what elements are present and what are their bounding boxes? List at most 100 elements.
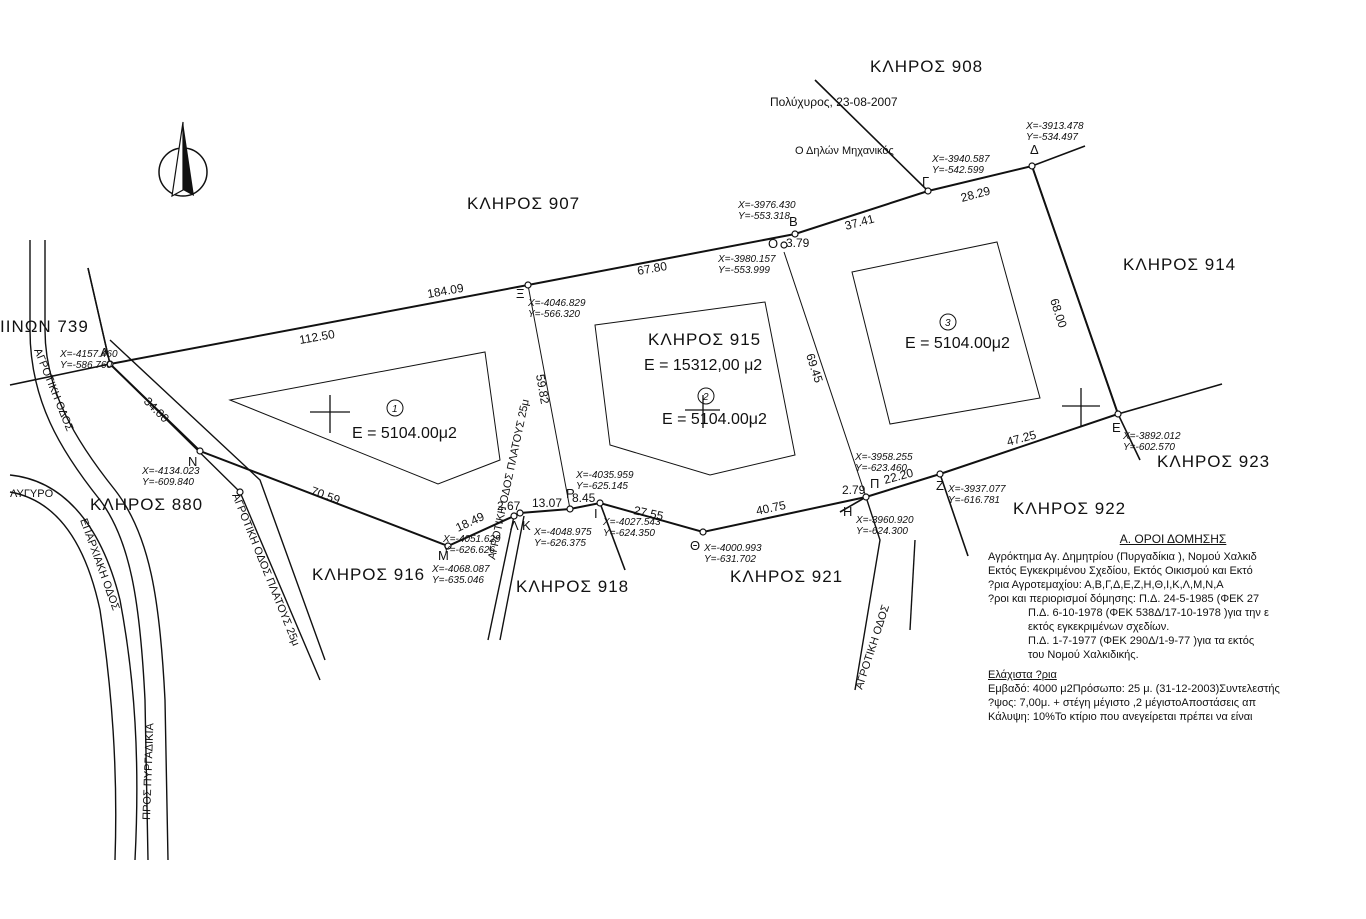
svg-text:37.41: 37.41 (843, 212, 876, 233)
svg-text:Y=-534.497: Y=-534.497 (1026, 132, 1078, 143)
svg-text:Δ: Δ (1030, 142, 1039, 157)
svg-text:13.07: 13.07 (532, 496, 562, 510)
svg-text:2.79: 2.79 (842, 483, 866, 497)
svg-text:X=-3958.255: X=-3958.255 (854, 452, 913, 463)
engineer-signature: Ο Δηλών Μηχανικός (795, 145, 894, 157)
parcel-921: ΚΛΗΡΟΣ 921 (730, 567, 843, 586)
svg-text:A: A (100, 345, 109, 360)
parcel-boundary (107, 164, 1120, 548)
svg-text:Y=-553.999: Y=-553.999 (718, 265, 770, 276)
svg-text:1: 1 (392, 404, 398, 415)
svg-text:X=-4035.959: X=-4035.959 (575, 470, 634, 481)
parcel-908: ΚΛΗΡΟΣ 908 (870, 57, 983, 76)
svg-text:Y=-623.460: Y=-623.460 (855, 463, 907, 474)
svg-text:Y=-602.570: Y=-602.570 (1123, 442, 1175, 453)
svg-text:112.50: 112.50 (298, 327, 336, 347)
notes-line: Κάλυψη: 10%Το κτίριο που ανεγείρεται πρέ… (988, 711, 1253, 723)
parcel-918: ΚΛΗΡΟΣ 918 (516, 577, 629, 596)
svg-text:2: 2 (702, 392, 709, 403)
notes-line: Αγρόκτημα Αγ. Δημητρίου (Πυργαδίκια ), Ν… (988, 551, 1257, 563)
parcel-914: ΚΛΗΡΟΣ 914 (1123, 255, 1236, 274)
roads (9, 240, 916, 861)
building-1-label: 1 Ε = 5104.00μ2 (352, 399, 457, 442)
svg-text:3: 3 (945, 318, 951, 329)
svg-text:X=-3940.587: X=-3940.587 (931, 154, 990, 165)
parcel-922: ΚΛΗΡΟΣ 922 (1013, 499, 1126, 518)
svg-text:Ζ: Ζ (936, 478, 944, 493)
notes-line: Π.Δ. 6-10-1978 (ΦΕΚ 538Δ/17-10-1978 )για… (1028, 607, 1269, 619)
svg-text:68.00: 68.00 (1047, 297, 1070, 330)
parcel-915-area: Ε = 15312,00 μ2 (644, 357, 762, 374)
svg-text:Y=-566.320: Y=-566.320 (528, 309, 580, 320)
svg-text:Ε = 5104.00μ2: Ε = 5104.00μ2 (662, 411, 767, 428)
svg-text:Ε = 5104.00μ2: Ε = 5104.00μ2 (352, 425, 457, 442)
svg-text:Ν: Ν (188, 454, 197, 469)
svg-text:Ε = 5104.00μ2: Ε = 5104.00μ2 (905, 335, 1010, 352)
svg-text:184.09: 184.09 (426, 281, 465, 301)
svg-text:X=-3937.077: X=-3937.077 (947, 484, 1006, 495)
svg-text:3.79: 3.79 (786, 236, 810, 250)
svg-text:Ι: Ι (594, 506, 598, 521)
svg-text:40.75: 40.75 (755, 498, 788, 518)
parcel-739: ΙΙΝΩΝ 739 (0, 317, 89, 336)
parcel-915: ΚΛΗΡΟΣ 915 (648, 330, 761, 349)
svg-text:69.45: 69.45 (803, 352, 826, 385)
svg-text:Θ: Θ (690, 538, 700, 553)
svg-text:Ξ: Ξ (516, 286, 524, 301)
svg-text:2.67: 2.67 (497, 499, 521, 513)
svg-text:X=-4068.087: X=-4068.087 (431, 564, 490, 575)
svg-text:X=-4051.629: X=-4051.629 (442, 534, 501, 545)
point-letters: A Β Γ Δ Ε Ζ Η Θ Ι Κ Λ Μ Ν Ξ Ο Π Ρ (100, 142, 1121, 563)
svg-text:27.55: 27.55 (632, 503, 665, 523)
svg-text:ΕΠΑΡΧΙΑΚΗ ΟΔΟΣ: ΕΠΑΡΧΙΑΚΗ ΟΔΟΣ (77, 517, 121, 612)
building-footprint-2 (594, 301, 796, 476)
svg-text:X=-3960.920: X=-3960.920 (855, 515, 914, 526)
coordinate-labels: X=-3913.478 Y=-534.497 X=-3940.587 Y=-54… (59, 121, 1181, 586)
svg-text:Y=-616.781: Y=-616.781 (948, 495, 1000, 506)
building-terms-notes: Α. ΟΡΟΙ ΔΟΜΗΣΗΣ Αγρόκτημα Αγ. Δημητρίου … (988, 532, 1358, 742)
svg-text:70.59: 70.59 (309, 484, 342, 508)
vertex-markers (106, 162, 1122, 550)
svg-text:Y=-624.350: Y=-624.350 (603, 528, 655, 539)
svg-text:Y=-625.145: Y=-625.145 (576, 481, 628, 492)
notes-line: Εμβαδό: 4000 μ2Πρόσωπο: 25 μ. (31-12-200… (988, 683, 1280, 695)
svg-text:67.80: 67.80 (636, 259, 668, 278)
svg-text:Y=-586.760: Y=-586.760 (60, 360, 112, 371)
svg-text:X=-4046.829: X=-4046.829 (527, 298, 586, 309)
svg-text:Y=-542.599: Y=-542.599 (932, 165, 984, 176)
svg-text:Ε: Ε (1112, 420, 1121, 435)
svg-text:X=-4157.460: X=-4157.460 (59, 349, 118, 360)
svg-text:Y=-631.702: Y=-631.702 (704, 554, 756, 565)
svg-text:X=-4000.993: X=-4000.993 (703, 543, 762, 554)
svg-text:ΠΡΟΣ ΠΥΡΓΑΔΙΚΙΑ: ΠΡΟΣ ΠΥΡΓΑΔΙΚΙΑ (141, 722, 156, 820)
parcel-880: ΚΛΗΡΟΣ 880 (90, 495, 203, 514)
svg-text:Y=-635.046: Y=-635.046 (432, 575, 484, 586)
notes-line: εκτός εγκεκριμένων σχεδίων. (1028, 621, 1170, 633)
notes-min-title: Ελάχιστα ?ρια (988, 669, 1057, 681)
svg-text:Y=-626.375: Y=-626.375 (534, 538, 586, 549)
svg-text:Γ: Γ (922, 174, 929, 189)
svg-text:X=-3892.012: X=-3892.012 (1122, 431, 1181, 442)
internal-division-lines (527, 251, 867, 510)
svg-text:X=-3976.430: X=-3976.430 (737, 200, 796, 211)
svg-text:X=-4134.023: X=-4134.023 (141, 466, 200, 477)
notes-line: ?ρια Αγροτεμαχίου: Α,Β,Γ,Δ,Ε,Ζ,Η,Θ,Ι,Κ,Λ… (988, 579, 1224, 591)
svg-text:Η: Η (843, 504, 852, 519)
building-footprint-1 (228, 351, 501, 485)
parcel-907: ΚΛΗΡΟΣ 907 (467, 194, 580, 213)
svg-text:ΑΓΡΟΤΙΚΗ ΟΔΟΣ: ΑΓΡΟΤΙΚΗ ΟΔΟΣ (853, 603, 892, 691)
building-3-label: 3 Ε = 5104.00μ2 (905, 313, 1010, 352)
place-date: Πολύχυρος, 23-08-2007 (770, 95, 898, 109)
svg-text:59.82: 59.82 (533, 373, 552, 405)
notes-line: ?ροι και περιορισμοί δόμησης: Π.Δ. 24-5-… (988, 593, 1260, 605)
svg-text:X=-3980.157: X=-3980.157 (717, 254, 776, 265)
building-2-label: 2 Ε = 5104.00μ2 (662, 387, 767, 428)
svg-text:X=-3913.478: X=-3913.478 (1025, 121, 1084, 132)
notes-line: Π.Δ. 1-7-1977 (ΦΕΚ 290Δ/1-9-77 )για τα ε… (1028, 635, 1255, 647)
svg-text:28.29: 28.29 (959, 184, 992, 205)
svg-text:Β: Β (789, 214, 798, 229)
notes-line: Εκτός Εγκεκριμένου Σχεδίου, Εκτός Οικισμ… (988, 565, 1253, 577)
svg-text:Y=-609.840: Y=-609.840 (142, 477, 194, 488)
svg-text:Ρ: Ρ (566, 486, 575, 501)
parcel-916: ΚΛΗΡΟΣ 916 (312, 565, 425, 584)
